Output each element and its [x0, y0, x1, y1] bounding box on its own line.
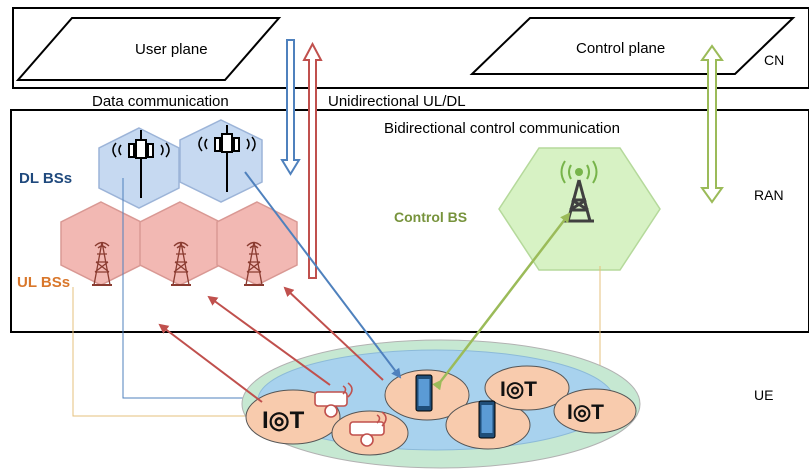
transmission-tower-icon: [92, 241, 112, 286]
user-plane-label: User plane: [135, 41, 208, 58]
iot-icon: I◎T: [567, 401, 604, 424]
ue-device-iot-3: [553, 388, 637, 434]
dl-bss-label: DL BSs: [19, 170, 72, 187]
iot-icon: I◎T: [262, 407, 305, 434]
transmission-tower-icon: [171, 241, 191, 286]
dl-link-arrow: [244, 171, 402, 379]
antenna-tower-icon: [112, 130, 170, 198]
control-plane-label: Control plane: [576, 40, 665, 57]
iot-icon: I◎T: [500, 378, 537, 401]
ul-bss-label: UL BSs: [17, 274, 70, 291]
bidirectional-label: Bidirectional control communication: [384, 120, 620, 137]
user-plane-shape: [15, 17, 282, 81]
dl-data-arrow: [280, 39, 301, 176]
ul-data-arrow: [302, 41, 323, 279]
ue-label: UE: [754, 387, 773, 403]
ul-link-arrow-2: [207, 295, 331, 386]
security-camera-icon: [314, 382, 353, 418]
dl-link-line: [122, 178, 262, 399]
transmission-tower-icon: [244, 241, 264, 286]
ul-link-line: [72, 287, 262, 417]
control-bs-label: Control BS: [394, 209, 467, 225]
cn-label: CN: [764, 52, 784, 68]
ul-link-arrow-3: [283, 286, 384, 381]
ran-label: RAN: [754, 187, 784, 203]
unidirectional-label: Unidirectional UL/DL: [328, 93, 466, 110]
data-communication-label: Data communication: [92, 93, 229, 110]
control-link-arrow: [432, 212, 571, 391]
smartphone-icon: [415, 374, 433, 412]
smartphone-icon: [478, 400, 496, 439]
ul-link-arrow-1: [158, 323, 263, 403]
security-camera-icon: [349, 411, 387, 447]
control-bidirectional-arrow: [700, 44, 724, 204]
antenna-tower-icon: [198, 125, 256, 192]
